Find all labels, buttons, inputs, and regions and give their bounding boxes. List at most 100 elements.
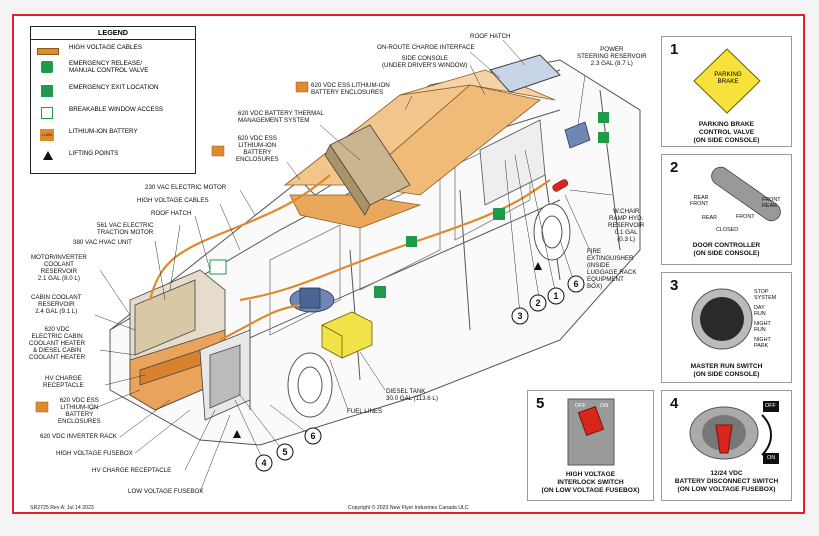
- marker-6b-label: 6: [310, 431, 315, 441]
- power-steering-reservoir: [564, 121, 591, 149]
- label-roof-hatch-mid: ROOF HATCH: [151, 210, 192, 217]
- marker-5-label: 5: [282, 447, 287, 457]
- label-elec-motor-230: 230 VAC ELECTRIC MOTOR: [145, 184, 227, 191]
- copyright: Copyright © 2023 New Flyer Industries Ca…: [348, 505, 469, 511]
- position-day-run: DAY RUN: [754, 305, 766, 317]
- marker-6: [567, 275, 585, 293]
- lifting-points: [233, 262, 542, 438]
- panel-parking-brake: 1 PARKING BRAKE PARKING BRAKE CONTROL VA…: [661, 36, 792, 147]
- panel-number: 3: [670, 277, 679, 294]
- panel-door-controller: 2 REAR FRONT FRONT REAR REAR FRONT CLOSE…: [661, 154, 792, 265]
- label-rear-front: REAR FRONT: [690, 195, 709, 207]
- label-power-steering: POWER STEERING RESERVOIR 2.3 GAL (8.7 L): [577, 46, 647, 67]
- label-front-rear: FRONT REAR: [762, 197, 781, 209]
- parking-brake-sign-text: PARKING BRAKE: [714, 71, 742, 85]
- thermal-management-unit: [324, 124, 411, 216]
- label-off: OFF: [575, 403, 586, 409]
- marker-6b: [304, 427, 322, 445]
- doc-id: SR2725 Rev A: Jul 14 2023: [30, 505, 94, 511]
- marker-1: [547, 287, 565, 305]
- label-closed: CLOSED: [716, 227, 739, 233]
- legend-label: HIGH VOLTAGE CABLES: [69, 44, 142, 51]
- marker-4-label: 4: [261, 458, 266, 468]
- label-traction-motor: 561 VAC ELECTRIC TRACTION MOTOR: [97, 222, 154, 236]
- traction-motor: [289, 287, 335, 313]
- label-diesel-tank: DIESEL TANK 30.0 GAL (113.6 L): [386, 388, 438, 402]
- label-on: ON: [600, 403, 609, 409]
- marker-3-label: 3: [517, 311, 522, 321]
- leader-lines: [89, 39, 613, 493]
- label-ess-top: 620 VDC ESS LITHIUM-ION BATTERY ENCLOSUR…: [311, 82, 390, 96]
- label-fuel-lines: FUEL LINES: [347, 408, 383, 415]
- label-motor-inverter-coolant: MOTOR/INVERTER COOLANT RESERVOIR 2.1 GAL…: [31, 254, 87, 282]
- position-stop-system: STOP SYSTEM: [754, 289, 777, 301]
- legend: LEGEND HIGH VOLTAGE CABLES EMERGENCY REL…: [30, 26, 196, 174]
- diesel-tank: [321, 311, 373, 359]
- panel-number: 4: [670, 395, 679, 412]
- label-cabin-coolant-heater: 620 VDC ELECTRIC CABIN COOLANT HEATER & …: [29, 326, 86, 361]
- label-hv-charge-receptacle-bottom: HV CHARGE RECEPTACLE: [92, 467, 172, 474]
- label-hv-charge-receptacle-left: HV CHARGE RECEPTACLE: [43, 375, 84, 389]
- bus-wheels: [287, 203, 571, 418]
- side-console: [479, 119, 546, 206]
- legend-row-lifting-points: LIFTING POINTS: [37, 149, 193, 167]
- label-front: FRONT: [736, 214, 755, 220]
- hv-interlock-icon: [567, 398, 615, 466]
- label-side-console: SIDE CONSOLE (UNDER DRIVER'S WINDOW): [382, 55, 468, 69]
- emergency-exit-icon: [41, 85, 53, 97]
- position-night-park: NIGHT PARK: [754, 337, 771, 349]
- label-cabin-coolant: CABIN COOLANT RESERVOIR 2.4 GAL (9.1 L): [31, 294, 82, 315]
- legend-label: EMERGENCY RELEASE/ MANUAL CONTROL VALVE: [69, 60, 149, 75]
- label-hv-fusebox: HIGH VOLTAGE FUSEBOX: [56, 450, 133, 457]
- panel-caption: DOOR CONTROLLER (ON SIDE CONSOLE): [692, 242, 761, 257]
- legend-row-emergency-release: EMERGENCY RELEASE/ MANUAL CONTROL VALVE: [37, 59, 193, 77]
- panel-caption: 12/24 VDC BATTERY DISCONNECT SWITCH (ON …: [674, 470, 779, 493]
- legend-label: LIFTING POINTS: [69, 150, 119, 157]
- label-fire-extinguisher: FIRE EXTINGUISHER (INSIDE LUGGAGE RACK E…: [587, 248, 637, 290]
- label-ess-left: 620 VDC ESS LITHIUM-ION BATTERY ENCLOSUR…: [236, 135, 279, 163]
- position-night-run: NIGHT RUN: [754, 321, 771, 333]
- label-off: OFF: [765, 403, 776, 409]
- legend-row-hv-cables: HIGH VOLTAGE CABLES: [37, 43, 193, 61]
- numbered-markers: [255, 275, 585, 472]
- lithium-ion-battery-icon: Li-ION: [40, 129, 54, 141]
- li-ion-markers: [35, 81, 309, 413]
- lifting-point-icon: [43, 151, 53, 160]
- legend-label: EMERGENCY EXIT LOCATION: [69, 84, 159, 91]
- emergency-release-icon: [41, 61, 53, 73]
- marker-1-label: 1: [553, 291, 558, 301]
- label-thermal-mgmt: 620 VDC BATTERY THERMAL MANAGEMENT SYSTE…: [238, 110, 324, 124]
- marker-6-label: 6: [573, 279, 578, 289]
- hv-cables: [148, 174, 551, 341]
- battery-disconnect-icon: [689, 401, 779, 464]
- legend-row-breakable-window: BREAKABLE WINDOW ACCESS: [37, 105, 193, 123]
- label-lv-fusebox: LOW VOLTAGE FUSEBOX: [128, 488, 204, 495]
- marker-5: [276, 443, 294, 461]
- fire-extinguisher: [552, 179, 569, 192]
- marker-2-label: 2: [535, 298, 540, 308]
- master-run-dial: [691, 288, 753, 350]
- emergency-exit-markers: [209, 112, 609, 298]
- legend-title: LEGEND: [31, 27, 195, 40]
- marker-2: [529, 294, 547, 312]
- label-hvac-unit: 380 VAC HVAC UNIT: [73, 239, 132, 246]
- breakable-window-icon: [41, 107, 53, 119]
- legend-row-lithium-ion: Li-ION LITHIUM-ION BATTERY: [37, 127, 193, 145]
- label-roof-hatch-top: ROOF HATCH: [470, 33, 511, 40]
- panel-battery-disconnect: 4 OFF ON 12/24 VDC BATTERY DISCONNECT SW…: [661, 390, 792, 501]
- label-hv-cables: HIGH VOLTAGE CABLES: [137, 197, 209, 204]
- panel-caption: HIGH VOLTAGE INTERLOCK SWITCH (ON LOW VO…: [541, 471, 640, 494]
- panel-number: 2: [670, 159, 679, 176]
- panel-caption: MASTER RUN SWITCH (ON SIDE CONSOLE): [690, 363, 763, 378]
- label-ess-rear: 620 VDC ESS LITHIUM-ION BATTERY ENCLOSUR…: [58, 397, 101, 425]
- hv-cable-swatch: [37, 48, 59, 55]
- panel-master-run-switch: 3 STOP SYSTEM DAY RUN NIGHT RUN NIGHT PA…: [661, 272, 792, 383]
- label-on-route-charge: ON-ROUTE CHARGE INTERFACE: [377, 44, 475, 51]
- roof-hatch-frame: [489, 54, 561, 93]
- label-inverter-rack: 620 VDC INVERTER RACK: [40, 433, 117, 440]
- legend-row-emergency-exit: EMERGENCY EXIT LOCATION: [37, 83, 193, 101]
- marker-4: [255, 454, 273, 472]
- panel-number: 5: [536, 395, 545, 412]
- legend-label: LITHIUM-ION BATTERY: [69, 128, 138, 135]
